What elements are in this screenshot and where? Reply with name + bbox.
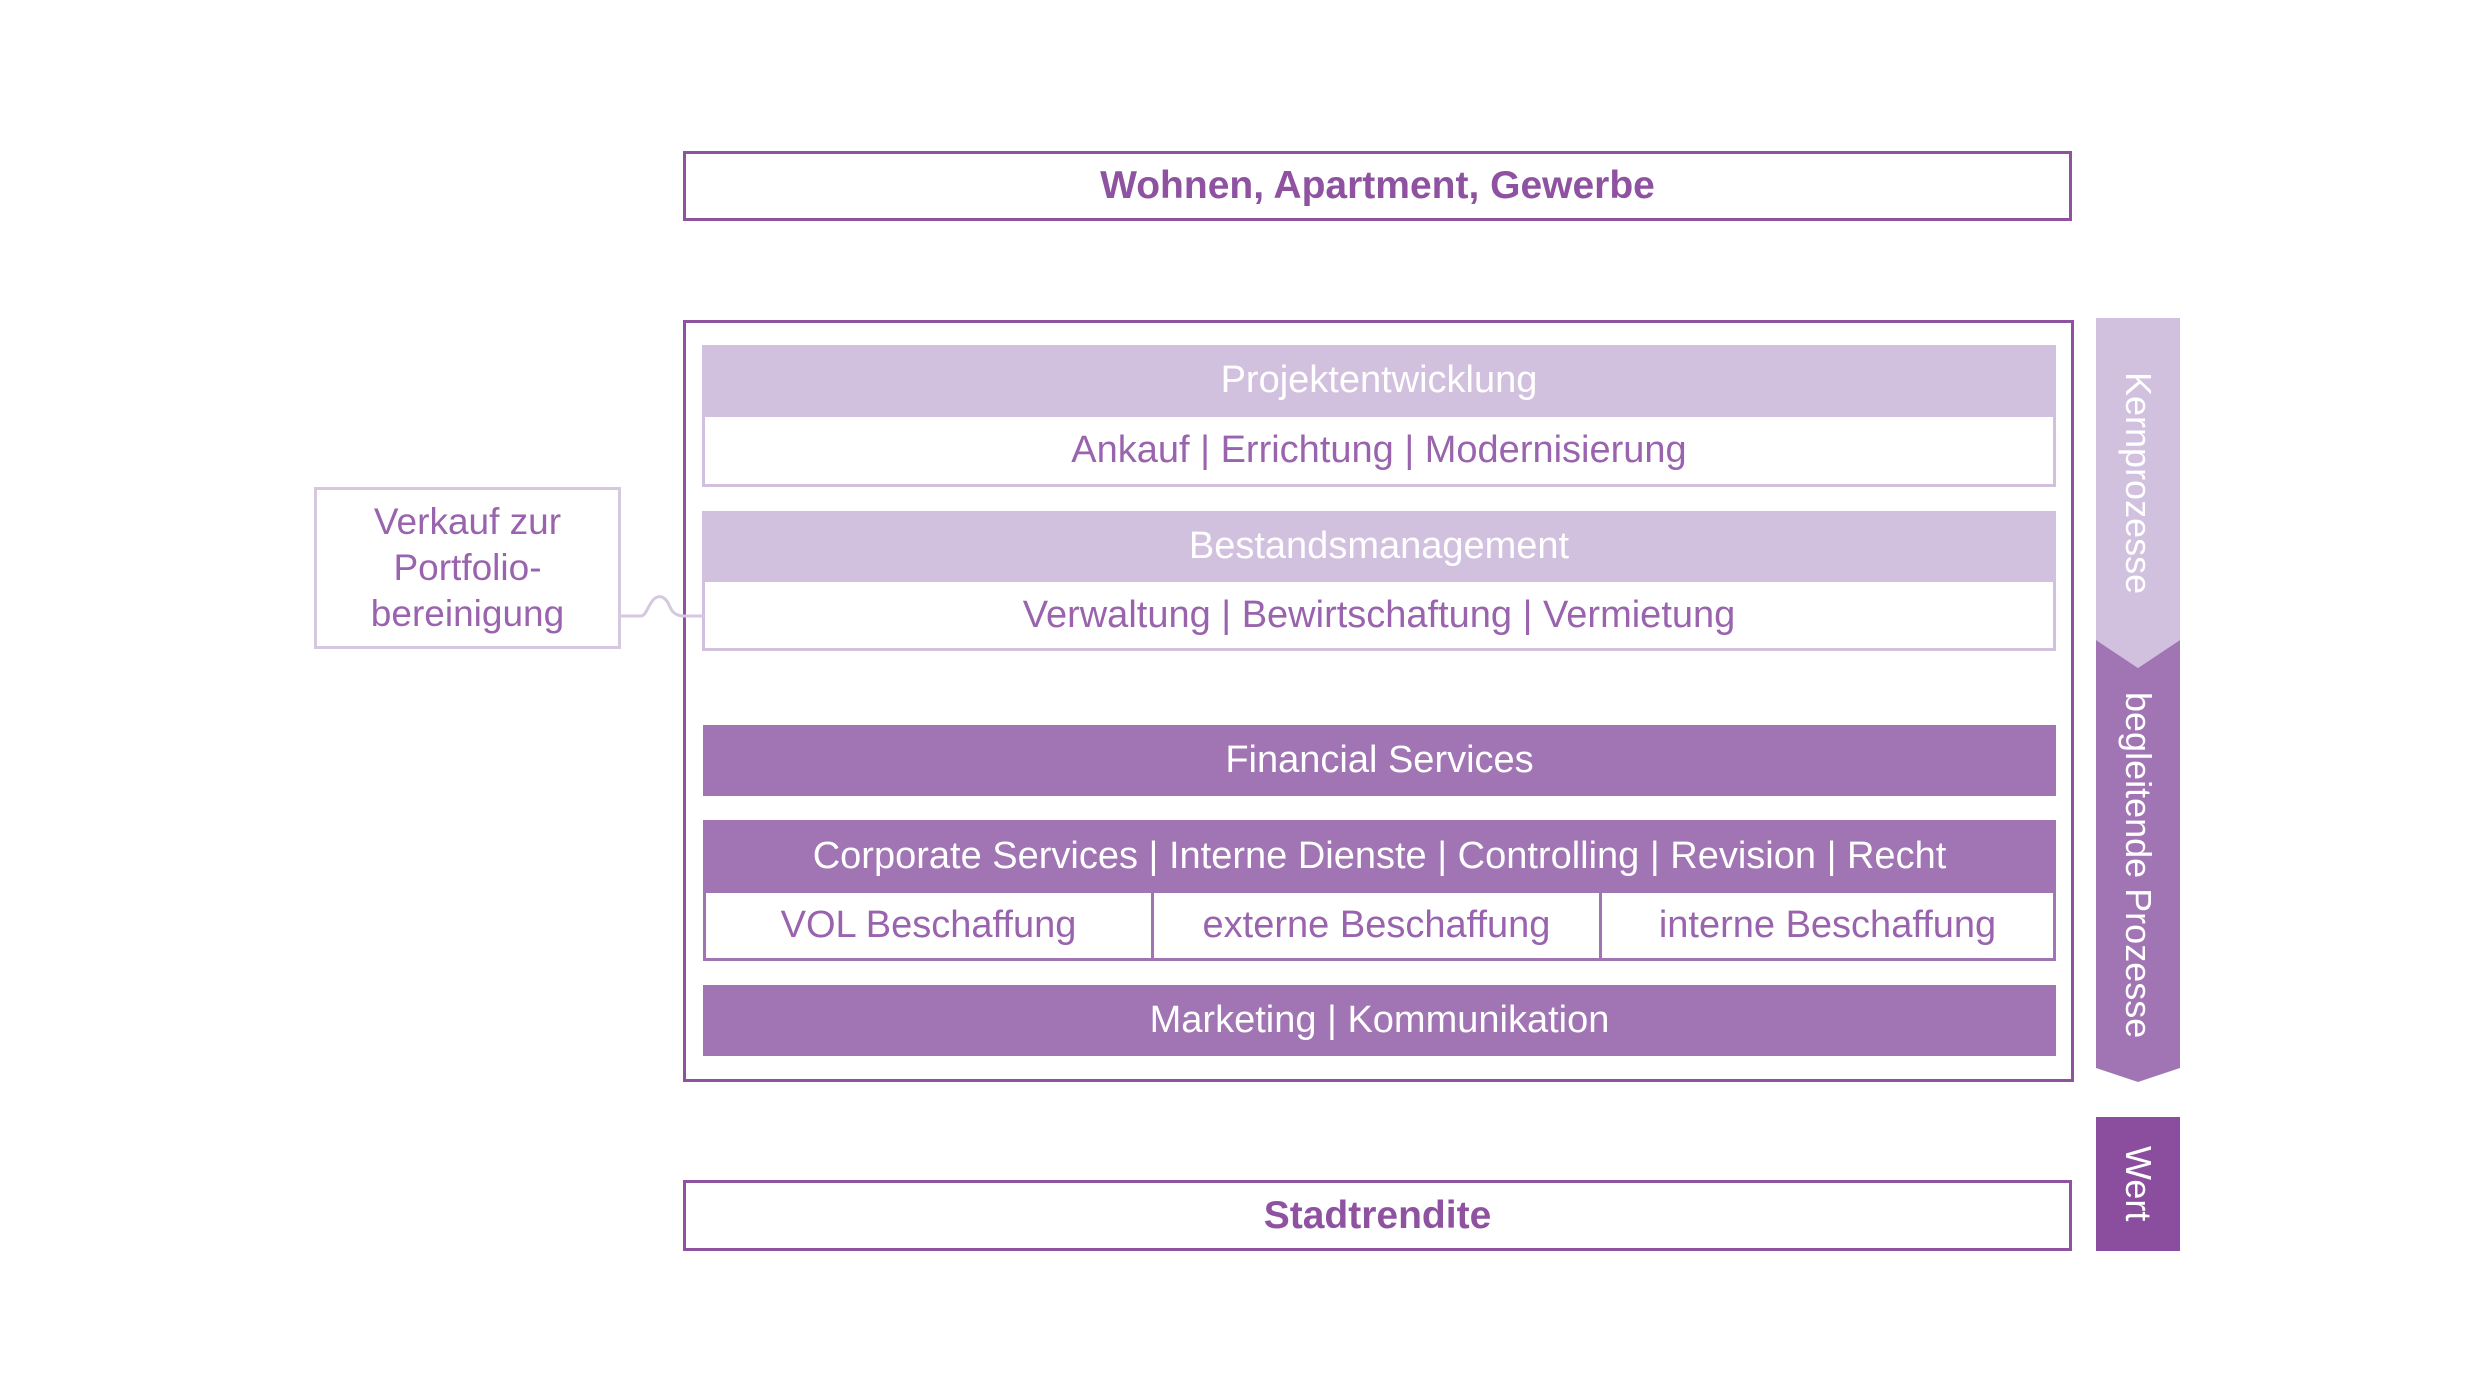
marketing-label: Marketing | Kommunikation (1149, 999, 1610, 1041)
financial-services-bar: Financial Services (703, 725, 2056, 796)
wert-label: Wert (2118, 1146, 2159, 1222)
procurement-cell-label: interne Beschaffung (1658, 904, 1997, 946)
side-box-portfolio: Verkauf zur Portfolio- bereinigung (314, 487, 621, 649)
begleitende-arrow (2096, 640, 2180, 1082)
kernprozesse-label-box: Kernprozesse (2096, 318, 2180, 648)
side-connector (618, 595, 704, 618)
procurement-cell-label: VOL Beschaffung (780, 904, 1077, 946)
bestand-title: Bestandsmanagement (1188, 524, 1570, 567)
financial-services-label: Financial Services (1225, 739, 1534, 781)
bestand-header: Bestandsmanagement (702, 511, 2056, 581)
wert-block: Wert (2096, 1117, 2180, 1251)
kernprozesse-label: Kernprozesse (2118, 371, 2159, 595)
bottom-box: Stadtrendite (683, 1180, 2072, 1251)
top-box-label: Wohnen, Apartment, Gewerbe (1100, 164, 1655, 207)
procurement-cell-external: externe Beschaffung (1151, 890, 1602, 961)
procurement-cell-vol: VOL Beschaffung (703, 890, 1154, 961)
projekt-title: Projektentwicklung (1220, 359, 1538, 401)
marketing-bar: Marketing | Kommunikation (703, 985, 2056, 1056)
process-arrows (2096, 318, 2180, 1082)
bottom-box-label: Stadtrendite (1263, 1193, 1492, 1237)
bestand-sub: Verwaltung | Bewirtschaftung | Vermietun… (702, 579, 2056, 651)
side-box-line: Verkauf zur (373, 501, 562, 542)
begleitende-label-box: begleitende Prozesse (2096, 655, 2180, 1075)
projekt-sub-label: Ankauf | Errichtung | Modernisierung (1071, 429, 1687, 471)
kernprozesse-arrow (2096, 318, 2180, 668)
side-box-line: bereinigung (370, 593, 565, 634)
bestand-sub-label: Verwaltung | Bewirtschaftung | Vermietun… (1022, 593, 1736, 636)
top-box: Wohnen, Apartment, Gewerbe (683, 151, 2072, 221)
corporate-services-bar: Corporate Services | Interne Dienste | C… (703, 820, 2056, 892)
corporate-services-label: Corporate Services | Interne Dienste | C… (812, 834, 1947, 877)
begleitende-label: begleitende Prozesse (2118, 691, 2159, 1039)
procurement-cell-internal: interne Beschaffung (1599, 890, 2056, 961)
projekt-header: Projektentwicklung (702, 345, 2056, 416)
side-box-line: Portfolio- (393, 547, 542, 588)
procurement-cell-label: externe Beschaffung (1202, 904, 1551, 946)
projekt-sub: Ankauf | Errichtung | Modernisierung (702, 414, 2056, 487)
